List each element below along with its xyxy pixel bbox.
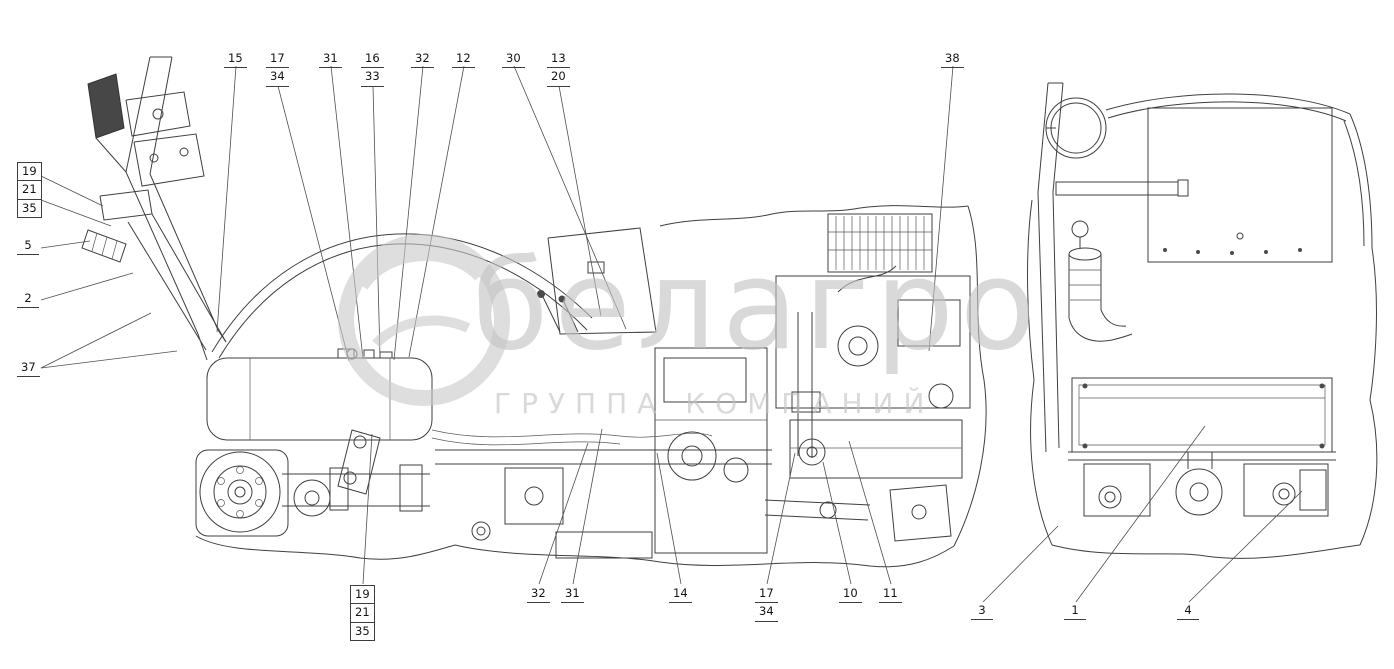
engine-block xyxy=(776,276,970,408)
callout-37: 37 xyxy=(17,359,40,378)
callout-number: 35 xyxy=(17,198,42,219)
leader-line xyxy=(217,66,236,332)
leader-line xyxy=(539,443,588,584)
leader-line xyxy=(1076,426,1205,602)
callout-16-33: 16 33 xyxy=(361,50,384,87)
callout-number: 16 xyxy=(361,50,384,69)
leader-line xyxy=(657,453,681,584)
leader-line xyxy=(983,526,1058,602)
leader-line xyxy=(823,462,851,584)
leader-line xyxy=(41,273,133,300)
callout-17-34-bottom: 17 34 xyxy=(755,585,778,622)
callout-number: 4 xyxy=(1177,602,1199,621)
callout-number: 17 xyxy=(755,585,778,604)
leader-line xyxy=(573,429,602,584)
callout-number: 13 xyxy=(547,50,570,69)
leader-line xyxy=(559,86,601,316)
callout-number: 35 xyxy=(350,621,375,642)
leader-line xyxy=(409,66,464,357)
leader-line xyxy=(514,66,626,329)
callout-38: 38 xyxy=(941,50,964,69)
leader-line xyxy=(849,441,891,584)
callout-31-bottom: 31 xyxy=(561,585,584,604)
callout-number: 12 xyxy=(452,50,475,69)
callout-10: 10 xyxy=(839,585,862,604)
callout-number: 37 xyxy=(17,359,40,378)
callout-number: 5 xyxy=(17,237,39,256)
callout-19-21-35-bottom: 19 21 35 xyxy=(350,585,375,642)
radiator-fins xyxy=(828,214,932,272)
callout-number: 3 xyxy=(971,602,993,621)
callout-number: 11 xyxy=(879,585,902,604)
callout-2: 2 xyxy=(17,290,39,309)
leader-line xyxy=(394,66,423,360)
callout-17-34-top: 17 34 xyxy=(266,50,289,87)
leader-line xyxy=(929,66,953,351)
callout-30: 30 xyxy=(502,50,525,69)
callout-number: 33 xyxy=(361,68,384,87)
leader-line xyxy=(373,86,380,357)
callout-number: 31 xyxy=(561,585,584,604)
callout-14: 14 xyxy=(669,585,692,604)
callout-32-top: 32 xyxy=(411,50,434,69)
leader-line xyxy=(1189,491,1302,602)
callout-number: 15 xyxy=(224,50,247,69)
leader-line xyxy=(41,200,111,226)
leader-line xyxy=(278,86,349,361)
callout-number: 30 xyxy=(502,50,525,69)
callout-number: 31 xyxy=(319,50,342,69)
callout-number: 10 xyxy=(839,585,862,604)
callout-number: 38 xyxy=(941,50,964,69)
callout-number: 34 xyxy=(755,603,778,622)
callout-32-bottom: 32 xyxy=(527,585,550,604)
callout-1: 1 xyxy=(1064,602,1086,621)
callout-number: 2 xyxy=(17,290,39,309)
callout-number: 17 xyxy=(266,50,289,69)
callout-31-top: 31 xyxy=(319,50,342,69)
leader-line xyxy=(41,313,151,368)
callout-15: 15 xyxy=(224,50,247,69)
callout-12: 12 xyxy=(452,50,475,69)
callout-number: 21 xyxy=(350,603,375,623)
rear-view-drawing xyxy=(1028,83,1377,558)
callout-number: 34 xyxy=(266,68,289,87)
leader-line xyxy=(331,66,363,359)
leader-line xyxy=(41,351,177,368)
leader-lines xyxy=(41,66,1302,602)
leader-line xyxy=(767,453,795,584)
leader-line xyxy=(363,434,372,584)
callout-11: 11 xyxy=(879,585,902,604)
callout-number: 14 xyxy=(669,585,692,604)
side-view-drawing xyxy=(82,57,986,567)
callout-number: 32 xyxy=(411,50,434,69)
work-light xyxy=(88,74,124,138)
callout-number: 1 xyxy=(1064,602,1086,621)
callout-number: 21 xyxy=(17,180,42,200)
callout-number: 32 xyxy=(527,585,550,604)
callout-3: 3 xyxy=(971,602,993,621)
rear-panel xyxy=(1072,378,1332,452)
hitch xyxy=(1176,469,1222,515)
fuel-tank xyxy=(207,358,432,440)
leader-line xyxy=(41,241,90,248)
callout-number: 19 xyxy=(350,585,375,605)
callout-5: 5 xyxy=(17,237,39,256)
rear-window xyxy=(1148,108,1332,262)
callout-4: 4 xyxy=(1177,602,1199,621)
callout-number: 20 xyxy=(547,68,570,87)
callout-number: 19 xyxy=(17,162,42,182)
leader-line xyxy=(41,176,103,206)
callout-13-20: 13 20 xyxy=(547,50,570,87)
gearbox xyxy=(655,348,767,553)
callout-19-21-35-left: 19 21 35 xyxy=(17,162,42,219)
